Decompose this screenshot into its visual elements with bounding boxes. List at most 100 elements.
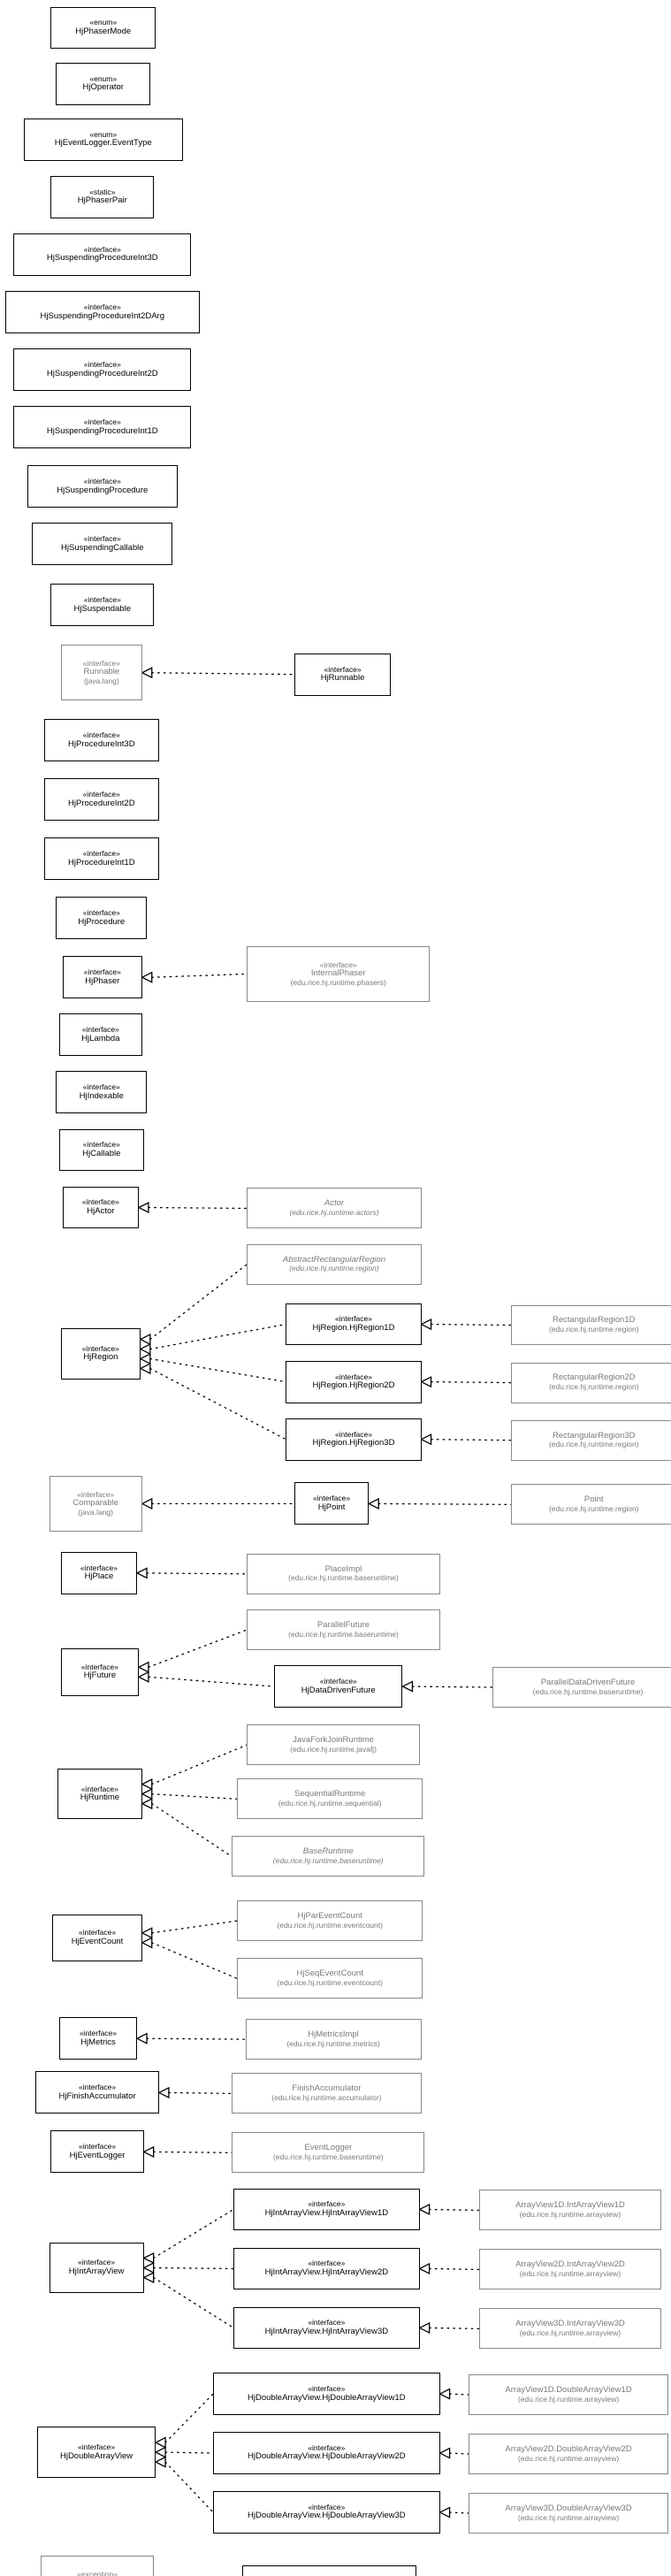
class-node-HjPhaserPair[interactable]: «static»HjPhaserPair <box>50 176 155 218</box>
edge-HjDoubleArrayView2D-to-HjDoubleArrayView <box>164 2451 214 2454</box>
class-node-HjCallable[interactable]: «interface»HjCallable <box>58 1128 144 1172</box>
class-node-HjRegion[interactable]: «interface»HjRegion <box>60 1328 141 1380</box>
class-node-EventLogger[interactable]: EventLogger(edu.rice.hj.runtime.baserunt… <box>232 2132 425 2174</box>
class-node-HjPlace[interactable]: «interface»HjPlace <box>60 1551 137 1594</box>
class-name: HjMetricsImpl <box>308 2029 359 2040</box>
class-stereotype: «interface» <box>83 534 121 544</box>
class-node-RectangularRegion3D[interactable]: RectangularRegion3D(edu.rice.hj.runtime.… <box>510 1419 671 1461</box>
class-node-HjIntArrayView2D[interactable]: «interface»HjIntArrayView.HjIntArrayView… <box>233 2247 420 2290</box>
class-node-ParallelDataDrivenFuture[interactable]: ParallelDataDrivenFuture(edu.rice.hj.run… <box>492 1667 671 1708</box>
class-node-AbstractRectangularRegion[interactable]: AbstractRectangularRegion(edu.rice.hj.ru… <box>247 1243 422 1285</box>
class-node-ParallelFuture[interactable]: ParallelFuture(edu.rice.hj.runtime.baser… <box>247 1609 440 1650</box>
class-node-HjMetricsImpl[interactable]: HjMetricsImpl(edu.rice.hj.runtime.metric… <box>245 2019 422 2060</box>
class-node-HjLambda[interactable]: «interface»HjLambda <box>58 1013 142 1057</box>
class-node-HjDataDrivenFuture[interactable]: «interface»HjDataDrivenFuture <box>274 1665 403 1708</box>
class-node-HjDoubleArrayView2D[interactable]: «interface»HjDoubleArrayView.HjDoubleArr… <box>213 2432 440 2474</box>
class-node-HjRunnable[interactable]: «interface»HjRunnable <box>294 653 392 696</box>
edge-HjIntArrayView3D-to-HjIntArrayView <box>153 2276 234 2329</box>
class-node-HjOperator[interactable]: «enum»HjOperator <box>56 62 151 105</box>
class-node-Point[interactable]: Point(edu.rice.hj.runtime.region) <box>510 1484 671 1525</box>
class-node-HjEventCount[interactable]: «interface»HjEventCount <box>52 1914 142 1962</box>
class-package: (edu.rice.hj.runtime.eventcount) <box>277 1920 383 1930</box>
class-node-HjPhaser[interactable]: «interface»HjPhaser <box>62 956 142 999</box>
class-node-HjProcedure[interactable]: «interface»HjProcedure <box>56 897 148 940</box>
class-stereotype: «interface» <box>324 664 362 674</box>
class-node-HjIntArrayView3D[interactable]: «interface»HjIntArrayView.HjIntArrayView… <box>233 2306 420 2350</box>
class-node-InternalPhaser[interactable]: «interface»InternalPhaser(edu.rice.hj.ru… <box>247 945 431 1002</box>
class-node-ArrayView2DIntArrayView2D[interactable]: ArrayView2D.IntArrayView2D(edu.rice.hj.r… <box>478 2249 662 2290</box>
class-node-SequentialRuntime[interactable]: SequentialRuntime(edu.rice.hj.runtime.se… <box>236 1778 423 1820</box>
edge-FinishAccumulator-to-HjFinishAccumulator <box>168 2091 233 2095</box>
edge-AbstractRectangularRegion-to-HjRegion <box>149 1263 248 1341</box>
class-stereotype: «interface» <box>83 967 121 977</box>
class-name: HjIntArrayView.HjIntArrayView1D <box>264 2207 389 2218</box>
class-node-HjProcedureInt3D[interactable]: «interface»HjProcedureInt3D <box>43 719 159 762</box>
class-node-Comparable[interactable]: «interface»Comparable(java.lang) <box>49 1475 142 1532</box>
class-node-HjIndexable[interactable]: «interface»HjIndexable <box>56 1071 148 1114</box>
class-node-BaseRuntime[interactable]: BaseRuntime(edu.rice.hj.runtime.baserunt… <box>232 1836 425 1877</box>
arrowhead <box>142 2271 155 2284</box>
class-name: AbstractRectangularRegion <box>282 1254 386 1265</box>
class-node-HjFuture[interactable]: «interface»HjFuture <box>60 1648 139 1696</box>
class-node-ArrayView1DIntArrayView1D[interactable]: ArrayView1D.IntArrayView1D(edu.rice.hj.r… <box>478 2190 662 2231</box>
class-node-HjDoubleArrayView1D[interactable]: «interface»HjDoubleArrayView.HjDoubleArr… <box>213 2373 440 2415</box>
class-node-HjDoubleArrayView[interactable]: «interface»HjDoubleArrayView <box>37 2427 156 2478</box>
class-node-HjIntArrayView[interactable]: «interface»HjIntArrayView <box>49 2242 144 2294</box>
class-node-Runnable[interactable]: «interface»Runnable(java.lang) <box>60 645 142 701</box>
class-node-HjPoint[interactable]: «interface»HjPoint <box>294 1482 370 1525</box>
class-node-JavaForkJoinRuntime[interactable]: JavaForkJoinRuntime(edu.rice.hj.runtime.… <box>247 1724 420 1766</box>
class-package: (edu.rice.hj.runtime.accumulator) <box>271 2092 382 2102</box>
class-node-HjSuspendingProcedureInt2D[interactable]: «interface»HjSuspendingProcedureInt2D <box>13 348 192 392</box>
class-node-FinishAccumulator[interactable]: FinishAccumulator(edu.rice.hj.runtime.ac… <box>232 2073 422 2114</box>
class-node-HjSuspendable[interactable]: «interface»HjSuspendable <box>50 584 155 627</box>
class-node-HjParEventCount[interactable]: HjParEventCount(edu.rice.hj.runtime.even… <box>236 1900 423 1942</box>
class-node-HjFinishAccumulator[interactable]: «interface»HjFinishAccumulator <box>35 2071 159 2114</box>
class-node-HjSuspendingProcedureInt3D[interactable]: «interface»HjSuspendingProcedureInt3D <box>13 233 192 276</box>
class-node-HjProcedureInt1D[interactable]: «interface»HjProcedureInt1D <box>43 837 159 881</box>
class-node-Actor[interactable]: Actor(edu.rice.hj.runtime.actors) <box>247 1188 422 1229</box>
class-node-HjSuspendingProcedure[interactable]: «interface»HjSuspendingProcedure <box>27 465 178 508</box>
class-name: HjProcedureInt2D <box>68 798 135 808</box>
edge-HjMetricsImpl-to-HjMetrics <box>146 2037 247 2040</box>
class-node-ArrayView3DIntArrayView3D[interactable]: ArrayView3D.IntArrayView3D(edu.rice.hj.r… <box>478 2308 662 2350</box>
class-node-HjSuspendingProcedureInt2DArg[interactable]: «interface»HjSuspendingProcedureInt2DArg <box>4 291 200 334</box>
class-node-HjFutureCancelledException[interactable]: «exception»HjFuture.CancelledException <box>241 2565 416 2576</box>
class-node-HjRegion2D[interactable]: «interface»HjRegion.HjRegion2D <box>286 1360 422 1403</box>
class-node-HjMetrics[interactable]: «interface»HjMetrics <box>58 2017 137 2060</box>
class-node-HjSuspendingCallable[interactable]: «interface»HjSuspendingCallable <box>32 523 173 566</box>
class-node-PlaceImpl[interactable]: PlaceImpl(edu.rice.hj.runtime.baseruntim… <box>247 1553 440 1594</box>
class-stereotype: «interface» <box>82 1140 120 1150</box>
class-node-HjRegion3D[interactable]: «interface»HjRegion.HjRegion3D <box>286 1418 422 1461</box>
class-node-RectangularRegion2D[interactable]: RectangularRegion2D(edu.rice.hj.runtime.… <box>510 1362 671 1403</box>
class-name: HjSeqEventCount <box>296 1968 363 1979</box>
class-package: (edu.rice.hj.runtime.arrayview) <box>519 2268 621 2278</box>
class-node-RuntimeException[interactable]: «exception»RuntimeException(java.lang) <box>40 2555 155 2576</box>
class-node-HjEventLogger[interactable]: «interface»HjEventLogger <box>50 2130 144 2174</box>
class-node-HjEventLoggerEventType[interactable]: «enum»HjEventLogger.EventType <box>23 118 183 161</box>
edge-Actor-to-HjActor <box>148 1206 248 1210</box>
class-node-ArrayView2DDoubleArrayView2D[interactable]: ArrayView2D.DoubleArrayView2D(edu.rice.h… <box>469 2434 668 2474</box>
edge-ArrayView1DDoubleArrayView1D-to-HjDoubleArrayView1D <box>448 2393 469 2396</box>
class-node-HjPhaserMode[interactable]: «enum»HjPhaserMode <box>50 6 156 50</box>
edge-HjDoubleArrayView3D-to-HjDoubleArrayView <box>164 2461 214 2513</box>
class-node-RectangularRegion1D[interactable]: RectangularRegion1D(edu.rice.hj.runtime.… <box>510 1304 671 1346</box>
class-stereotype: «interface» <box>81 1025 119 1035</box>
class-node-HjRegion1D[interactable]: «interface»HjRegion.HjRegion1D <box>286 1303 422 1346</box>
class-node-HjSuspendingProcedureInt1D[interactable]: «interface»HjSuspendingProcedureInt1D <box>13 406 192 449</box>
class-node-HjActor[interactable]: «interface»HjActor <box>62 1186 139 1229</box>
class-node-HjRuntime[interactable]: «interface»HjRuntime <box>57 1768 142 1820</box>
class-stereotype: «interface» <box>81 1343 119 1353</box>
class-name: ArrayView1D.IntArrayView1D <box>515 2200 625 2211</box>
class-name: ArrayView1D.DoubleArrayView1D <box>505 2384 632 2395</box>
class-node-ArrayView3DDoubleArrayView3D[interactable]: ArrayView3D.DoubleArrayView3D(edu.rice.h… <box>469 2493 668 2534</box>
class-name: HjProcedureInt3D <box>68 738 135 749</box>
class-node-HjSeqEventCount[interactable]: HjSeqEventCount(edu.rice.hj.runtime.even… <box>236 1958 423 1999</box>
class-node-HjIntArrayView1D[interactable]: «interface»HjIntArrayView.HjIntArrayView… <box>233 2188 420 2231</box>
class-node-HjDoubleArrayView3D[interactable]: «interface»HjDoubleArrayView.HjDoubleArr… <box>213 2491 440 2534</box>
arrowhead <box>141 667 153 679</box>
class-name: Point <box>583 1494 604 1505</box>
class-node-HjProcedureInt2D[interactable]: «interface»HjProcedureInt2D <box>43 778 159 822</box>
class-node-ArrayView1DDoubleArrayView1D[interactable]: ArrayView1D.DoubleArrayView1D(edu.rice.h… <box>469 2374 668 2415</box>
class-package: (java.lang) <box>78 1507 113 1517</box>
class-package: (edu.rice.hj.runtime.baseruntime) <box>532 1686 644 1696</box>
